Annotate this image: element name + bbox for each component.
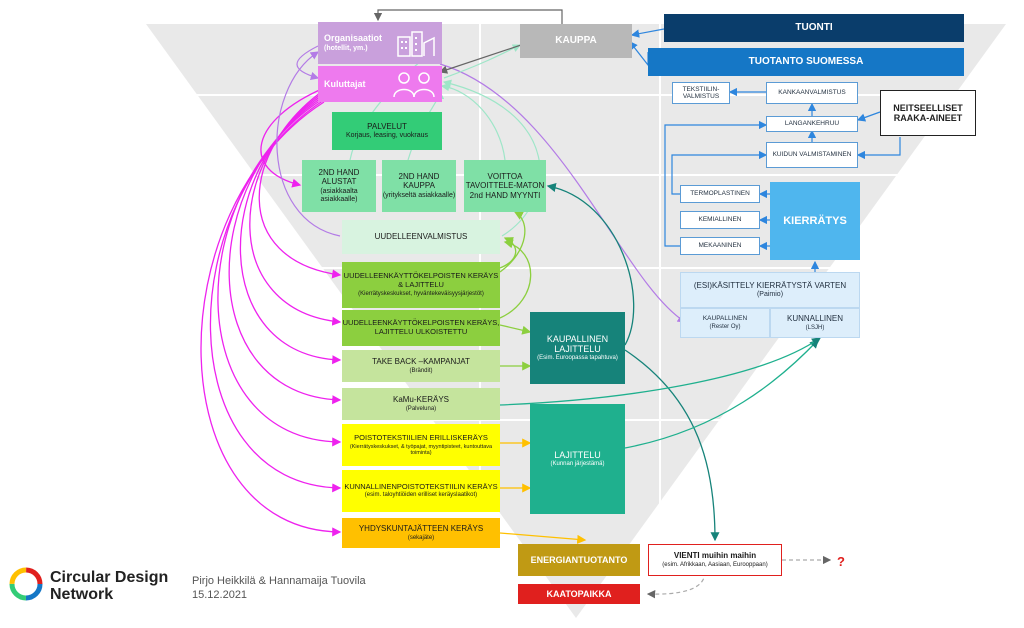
kunnallinen-right-sub: (LSJH) bbox=[805, 324, 825, 331]
voittoa-title: VOITTOA TAVOITTELE-MATON 2nd HAND MYYNTI bbox=[465, 172, 545, 200]
authors: Pirjo Heikkilä & Hannamaija Tuovila bbox=[192, 575, 366, 587]
hand-alustat-sub: (asiakkaalta asiakkaalle) bbox=[320, 187, 358, 203]
uudelleenvalmistus-title: UUDELLEENVALMISTUS bbox=[374, 232, 468, 242]
kuidun-title: KUIDUN VALMISTAMINEN bbox=[772, 151, 852, 159]
lajittelu-sub: (Kunnan järjestämä) bbox=[550, 461, 605, 468]
hand-alustat-title: 2ND HAND ALUSTAT bbox=[318, 168, 360, 187]
box-kamu: KaMu-KERÄYS (Palveluna) bbox=[342, 388, 500, 420]
yhdyskunta-title: YHDYSKUNTAJÄTTEEN KERÄYS bbox=[358, 524, 484, 534]
poisto1-title: POISTOTEKSTIILIEN ERILLISKERÄYS bbox=[354, 432, 488, 442]
authors-block: Pirjo Heikkilä & Hannamaija Tuovila 15.1… bbox=[192, 574, 366, 603]
neitseelliset-title: NEITSEELLISET RAAKA-AINEET bbox=[893, 102, 963, 123]
box-tuotanto: TUOTANTO SUOMESSA bbox=[648, 48, 964, 76]
vienti-title: VIENTI muihin maihin bbox=[673, 551, 757, 561]
date: 15.12.2021 bbox=[192, 589, 248, 602]
kaupallinen-right-sub: (Rester Oy) bbox=[709, 323, 741, 330]
box-poisto2: KUNNALLINENPOISTOTEKSTIILIN KERÄYS (esim… bbox=[342, 470, 500, 512]
lajittelu-title: LAJITTELU bbox=[554, 449, 601, 460]
box-lajittelu: LAJITTELU (Kunnan järjestämä) bbox=[530, 404, 625, 514]
box-mekaaninen: MEKAANINEN bbox=[680, 237, 760, 255]
kaupallinen-right-title: KAUPALLINEN bbox=[702, 315, 748, 323]
box-kuluttajat: Kuluttajat bbox=[318, 66, 442, 102]
circular-logo-icon bbox=[9, 567, 43, 601]
takeback-title: TAKE BACK –KAMPANJAT bbox=[372, 357, 470, 367]
organisaatiot-title: Organisaatiot bbox=[324, 33, 383, 44]
yhdyskunta-sub: (sekajäte) bbox=[407, 534, 435, 541]
kankaanvalmistus-title: KANKAANVALMISTUS bbox=[778, 89, 846, 97]
box-voittoa: VOITTOA TAVOITTELE-MATON 2nd HAND MYYNTI bbox=[464, 160, 546, 212]
mekaaninen-title: MEKAANINEN bbox=[698, 242, 742, 250]
building-icon bbox=[397, 31, 435, 57]
organisaatiot-sub: (hotellit, ym.) bbox=[324, 44, 368, 52]
box-kuidun: KUIDUN VALMISTAMINEN bbox=[766, 142, 858, 168]
kaupallinen-mid-title: KAUPALLINEN LAJITTELU bbox=[546, 333, 609, 355]
kauppa-title: KAUPPA bbox=[555, 35, 597, 47]
kunnallinen-right-title: KUNNALLINEN bbox=[786, 314, 843, 324]
box-kemiallinen: KEMIALLINEN bbox=[680, 211, 760, 229]
box-hand-alustat: 2ND HAND ALUSTAT (asiakkaalta asiakkaall… bbox=[302, 160, 376, 212]
tuotanto-title: TUOTANTO SUOMESSA bbox=[748, 56, 864, 68]
box-palvelut: PALVELUT Korjaus, leasing, vuokraus bbox=[332, 112, 442, 150]
poisto2-sub: (esim. taloyhtiöiden erilliset keräyslaa… bbox=[364, 492, 478, 499]
kierratys-title: KIERRÄTYS bbox=[783, 214, 847, 227]
box-kunnallinen-right: KUNNALLINEN (LSJH) bbox=[770, 308, 860, 338]
kamu-sub: (Palveluna) bbox=[405, 405, 437, 412]
box-langankehruu: LANGANKEHRUU bbox=[766, 116, 858, 132]
box-kaupallinen-mid: KAUPALLINEN LAJITTELU (Esim. Euroopassa … bbox=[530, 312, 625, 384]
keraily2-title: UUDELLEENKÄYTTÖKELPOISTEN KERÄYS, LAJITT… bbox=[342, 318, 500, 336]
box-kaatopaikka: KAATOPAIKKA bbox=[518, 584, 640, 604]
kemiallinen-title: KEMIALLINEN bbox=[698, 216, 742, 224]
box-kaupallinen-right: KAUPALLINEN (Rester Oy) bbox=[680, 308, 770, 338]
energia-title: ENERGIANTUOTANTO bbox=[530, 554, 628, 565]
people-icon bbox=[393, 72, 435, 98]
hand-kauppa-title: 2ND HAND KAUPPA bbox=[398, 172, 440, 191]
box-uudelleenvalmistus: UUDELLEENVALMISTUS bbox=[342, 220, 500, 254]
box-poisto1: POISTOTEKSTIILIEN ERILLISKERÄYS (Kierrät… bbox=[342, 424, 500, 466]
box-takeback: TAKE BACK –KAMPANJAT (Brändit) bbox=[342, 350, 500, 382]
esikasittely-title: (ESI)KÄSITTELY KIERRÄTYSTÄ VARTEN bbox=[693, 280, 847, 290]
palvelut-title: PALVELUT bbox=[367, 121, 407, 131]
vienti-sub: (esim. Afrikkaan, Aasiaan, Eurooppaan) bbox=[662, 561, 768, 568]
box-kauppa: KAUPPA bbox=[520, 24, 632, 58]
tuonti-title: TUONTI bbox=[795, 22, 833, 34]
box-vienti: VIENTI muihin maihin (esim. Afrikkaan, A… bbox=[648, 544, 782, 576]
kaatopaikka-title: KAATOPAIKKA bbox=[546, 588, 612, 599]
kamu-title: KaMu-KERÄYS bbox=[392, 395, 450, 405]
box-termoplastinen: TERMOPLASTINEN bbox=[680, 185, 760, 203]
box-organisaatiot: Organisaatiot (hotellit, ym.) bbox=[318, 22, 442, 64]
palvelut-sub: Korjaus, leasing, vuokraus bbox=[345, 132, 429, 140]
brand-name: Circular Design Network bbox=[50, 569, 169, 604]
poisto2-title: KUNNALLINENPOISTOTEKSTIILIN KERÄYS bbox=[344, 481, 498, 491]
termoplastinen-title: TERMOPLASTINEN bbox=[690, 190, 750, 198]
box-kankaanvalmistus: KANKAANVALMISTUS bbox=[766, 82, 858, 104]
box-yhdyskunta: YHDYSKUNTAJÄTTEEN KERÄYS (sekajäte) bbox=[342, 518, 500, 548]
box-neitseelliset: NEITSEELLISET RAAKA-AINEET bbox=[880, 90, 976, 136]
keraily1-sub: (Kierrätyskeskukset, hyväntekeväisyysjär… bbox=[358, 290, 484, 297]
kaupallinen-mid-sub: (Esim. Euroopassa tapahtuva) bbox=[537, 355, 618, 362]
takeback-sub: (Brändit) bbox=[409, 367, 433, 374]
hand-kauppa-sub: (yritykseltä asiakkaalle) bbox=[382, 191, 456, 199]
brand-line1: Circular Design bbox=[50, 569, 169, 586]
box-energia: ENERGIANTUOTANTO bbox=[518, 544, 640, 576]
keraily1-title: UUDELLEENKÄYTTÖKELPOISTEN KERÄYS & LAJIT… bbox=[343, 271, 499, 290]
box-hand-kauppa: 2ND HAND KAUPPA (yritykseltä asiakkaalle… bbox=[382, 160, 456, 212]
box-tuonti: TUONTI bbox=[664, 14, 964, 42]
question-mark: ? bbox=[837, 554, 845, 569]
box-tekstiilinvalmistus: TEKSTIILIN-VALMISTUS bbox=[672, 82, 730, 104]
kuluttajat-title: Kuluttajat bbox=[324, 78, 366, 89]
tekstiilinvalmistus-title: TEKSTIILIN-VALMISTUS bbox=[682, 85, 720, 100]
brand-line2: Network bbox=[50, 585, 114, 603]
esikasittely-sub: (Paimio) bbox=[756, 291, 784, 299]
box-keraily2: UUDELLEENKÄYTTÖKELPOISTEN KERÄYS, LAJITT… bbox=[342, 310, 500, 346]
box-esikasittely: (ESI)KÄSITTELY KIERRÄTYSTÄ VARTEN (Paimi… bbox=[680, 272, 860, 308]
poisto1-sub: (Kierrätyskeskukset, & työpajat, myyntip… bbox=[349, 443, 493, 456]
langankehruu-title: LANGANKEHRUU bbox=[784, 120, 840, 128]
box-kierratys: KIERRÄTYS bbox=[770, 182, 860, 260]
box-keraily1: UUDELLEENKÄYTTÖKELPOISTEN KERÄYS & LAJIT… bbox=[342, 262, 500, 308]
